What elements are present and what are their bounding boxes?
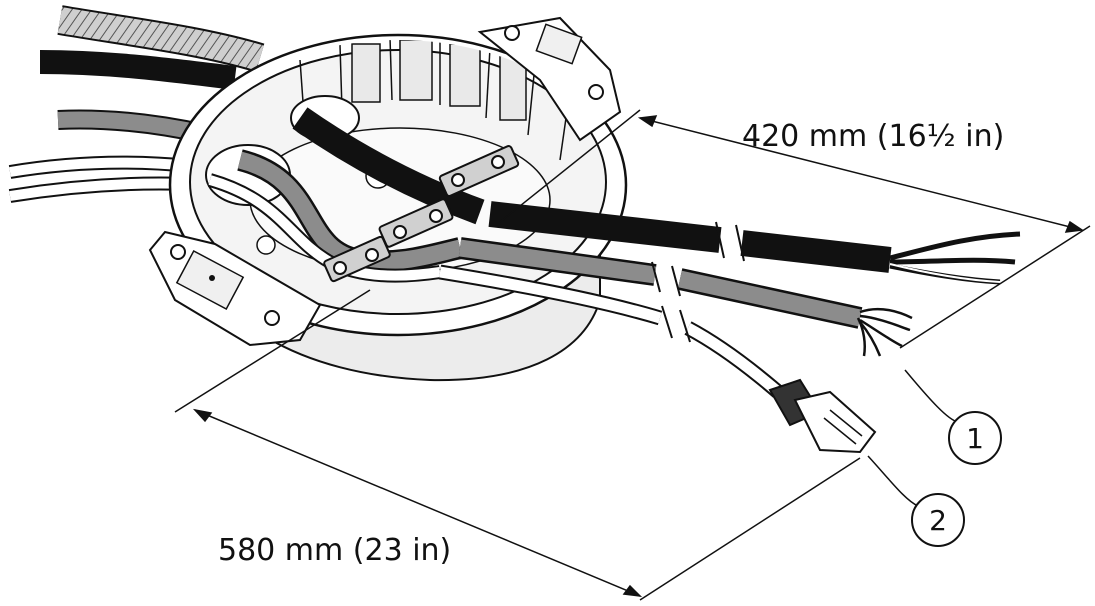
incoming-cables xyxy=(8,5,265,203)
black-cable-exit xyxy=(488,201,1021,285)
rj45-connector xyxy=(768,378,877,454)
callout-2: 2 xyxy=(867,455,965,547)
callout-1: 1 xyxy=(904,369,1002,465)
callout-2-label: 2 xyxy=(929,504,947,537)
grey-cable-exit xyxy=(458,237,913,357)
dimension-lower xyxy=(174,289,861,601)
housing-ribs xyxy=(299,40,571,161)
callout-1-label: 1 xyxy=(966,422,984,455)
dimension-upper xyxy=(499,109,1091,349)
network-cable-exit xyxy=(438,264,877,454)
cable-clamps xyxy=(323,145,520,283)
dimension-upper-label: 420 mm (16½ in) xyxy=(742,119,1004,154)
black-cable-incoming xyxy=(39,50,237,90)
mounting-ear-top xyxy=(477,16,622,142)
dimension-lower-label: 580 mm (23 in) xyxy=(218,533,451,568)
